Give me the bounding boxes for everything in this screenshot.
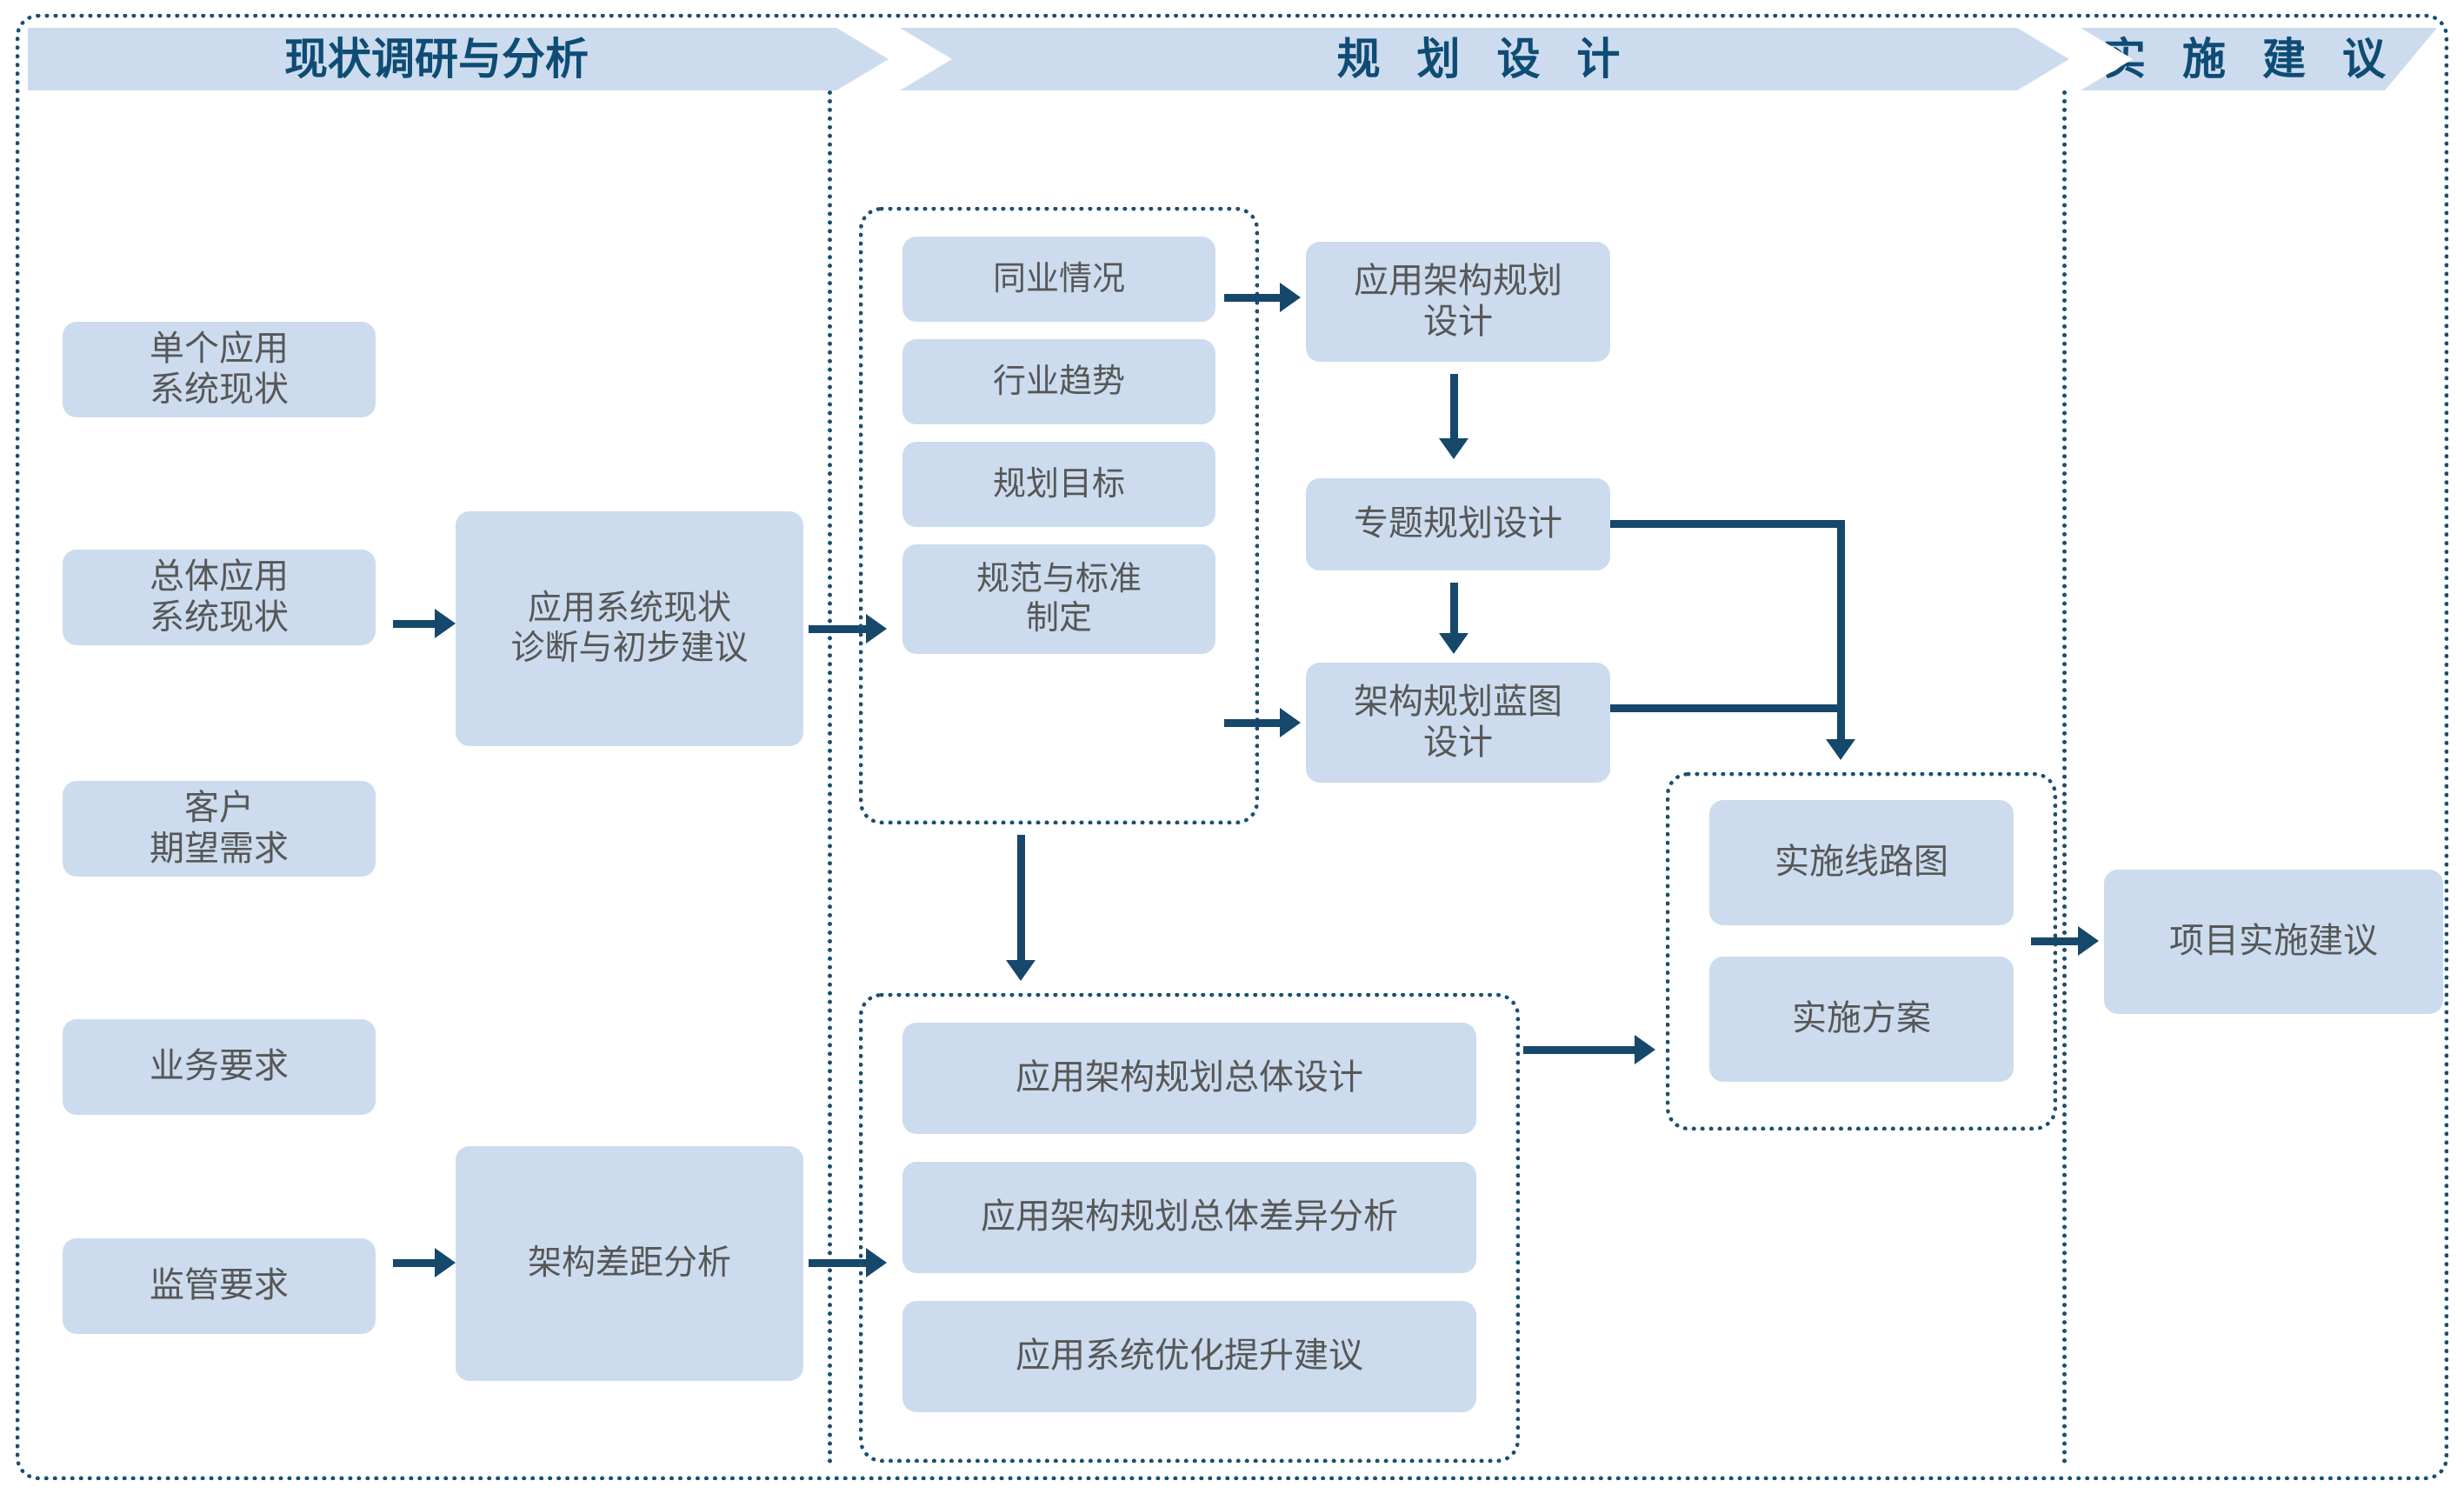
phase-band-label: 实 施 建 议 <box>2102 35 2398 83</box>
connector-arrow-down <box>1006 960 1036 981</box>
connector-arrow-right <box>2078 926 2099 956</box>
connector-line <box>809 625 868 633</box>
connector-line <box>1450 583 1458 637</box>
phase-band-current-state: 现状调研与分析 <box>28 28 889 90</box>
phase-band-implementation-advice: 实 施 建 议 <box>2081 28 2437 90</box>
node-overall-architecture-design[interactable]: 应用架构规划总体设计 <box>902 1023 1476 1134</box>
connector-arrow-down <box>1439 438 1468 459</box>
connector-line <box>1224 294 1282 302</box>
node-standards-definition[interactable]: 规范与标准 制定 <box>902 544 1215 654</box>
connector-line <box>2031 937 2080 945</box>
connector-line <box>393 620 436 628</box>
connector-line <box>1837 520 1845 743</box>
connector-arrow-down <box>1439 633 1468 654</box>
node-customer-expectation[interactable]: 客户 期望需求 <box>63 781 376 877</box>
connector-line <box>1610 520 1845 528</box>
node-peer-situation[interactable]: 同业情况 <box>902 237 1215 322</box>
connector-line <box>1017 835 1025 964</box>
phase-band-label: 现状调研与分析 <box>284 35 589 83</box>
node-implementation-roadmap[interactable]: 实施线路图 <box>1709 800 2014 925</box>
connector-line <box>1610 704 1845 712</box>
phase-band-label: 规 划 设 计 <box>1336 35 1633 83</box>
phase-band-planning-design: 规 划 设 计 <box>900 28 2069 90</box>
connector-arrow-down <box>1826 739 1855 760</box>
node-architecture-blueprint-design[interactable]: 架构规划蓝图 设计 <box>1306 663 1610 783</box>
connector-line <box>809 1259 868 1267</box>
connector-line <box>1224 719 1282 727</box>
connector-line <box>1450 374 1458 442</box>
connector-arrow-right <box>1280 283 1301 312</box>
connector-line <box>393 1259 436 1267</box>
connector-arrow-right <box>866 614 887 644</box>
node-implementation-plan[interactable]: 实施方案 <box>1709 957 2014 1082</box>
node-overall-app-system-status[interactable]: 总体应用 系统现状 <box>63 550 376 645</box>
connector-line <box>1523 1046 1636 1054</box>
group-overall-design <box>859 993 1520 1463</box>
column-divider-right <box>2062 90 2067 1464</box>
node-project-implementation-advice[interactable]: 项目实施建议 <box>2104 870 2443 1014</box>
node-industry-trend[interactable]: 行业趋势 <box>902 339 1215 424</box>
outer-frame <box>16 14 2448 1480</box>
node-business-requirement[interactable]: 业务要求 <box>63 1019 376 1115</box>
node-app-architecture-planning-design[interactable]: 应用架构规划 设计 <box>1306 242 1610 362</box>
node-regulatory-requirement[interactable]: 监管要求 <box>63 1238 376 1334</box>
node-single-app-system-status[interactable]: 单个应用 系统现状 <box>63 322 376 417</box>
connector-arrow-right <box>435 609 456 638</box>
node-system-optimization-advice[interactable]: 应用系统优化提升建议 <box>902 1301 1476 1412</box>
node-planning-goal[interactable]: 规划目标 <box>902 442 1215 527</box>
node-architecture-gap-analysis[interactable]: 架构差距分析 <box>456 1146 803 1381</box>
connector-arrow-right <box>1280 708 1301 737</box>
group-implementation <box>1666 772 2057 1131</box>
node-thematic-planning-design[interactable]: 专题规划设计 <box>1306 478 1610 570</box>
connector-arrow-right <box>435 1248 456 1277</box>
node-overall-gap-analysis[interactable]: 应用架构规划总体差异分析 <box>902 1162 1476 1273</box>
connector-arrow-right <box>1635 1035 1655 1064</box>
connector-arrow-right <box>866 1248 887 1277</box>
group-planning-inputs <box>859 207 1259 824</box>
node-app-system-diagnosis[interactable]: 应用系统现状 诊断与初步建议 <box>456 511 803 746</box>
column-divider-left <box>828 90 832 1464</box>
